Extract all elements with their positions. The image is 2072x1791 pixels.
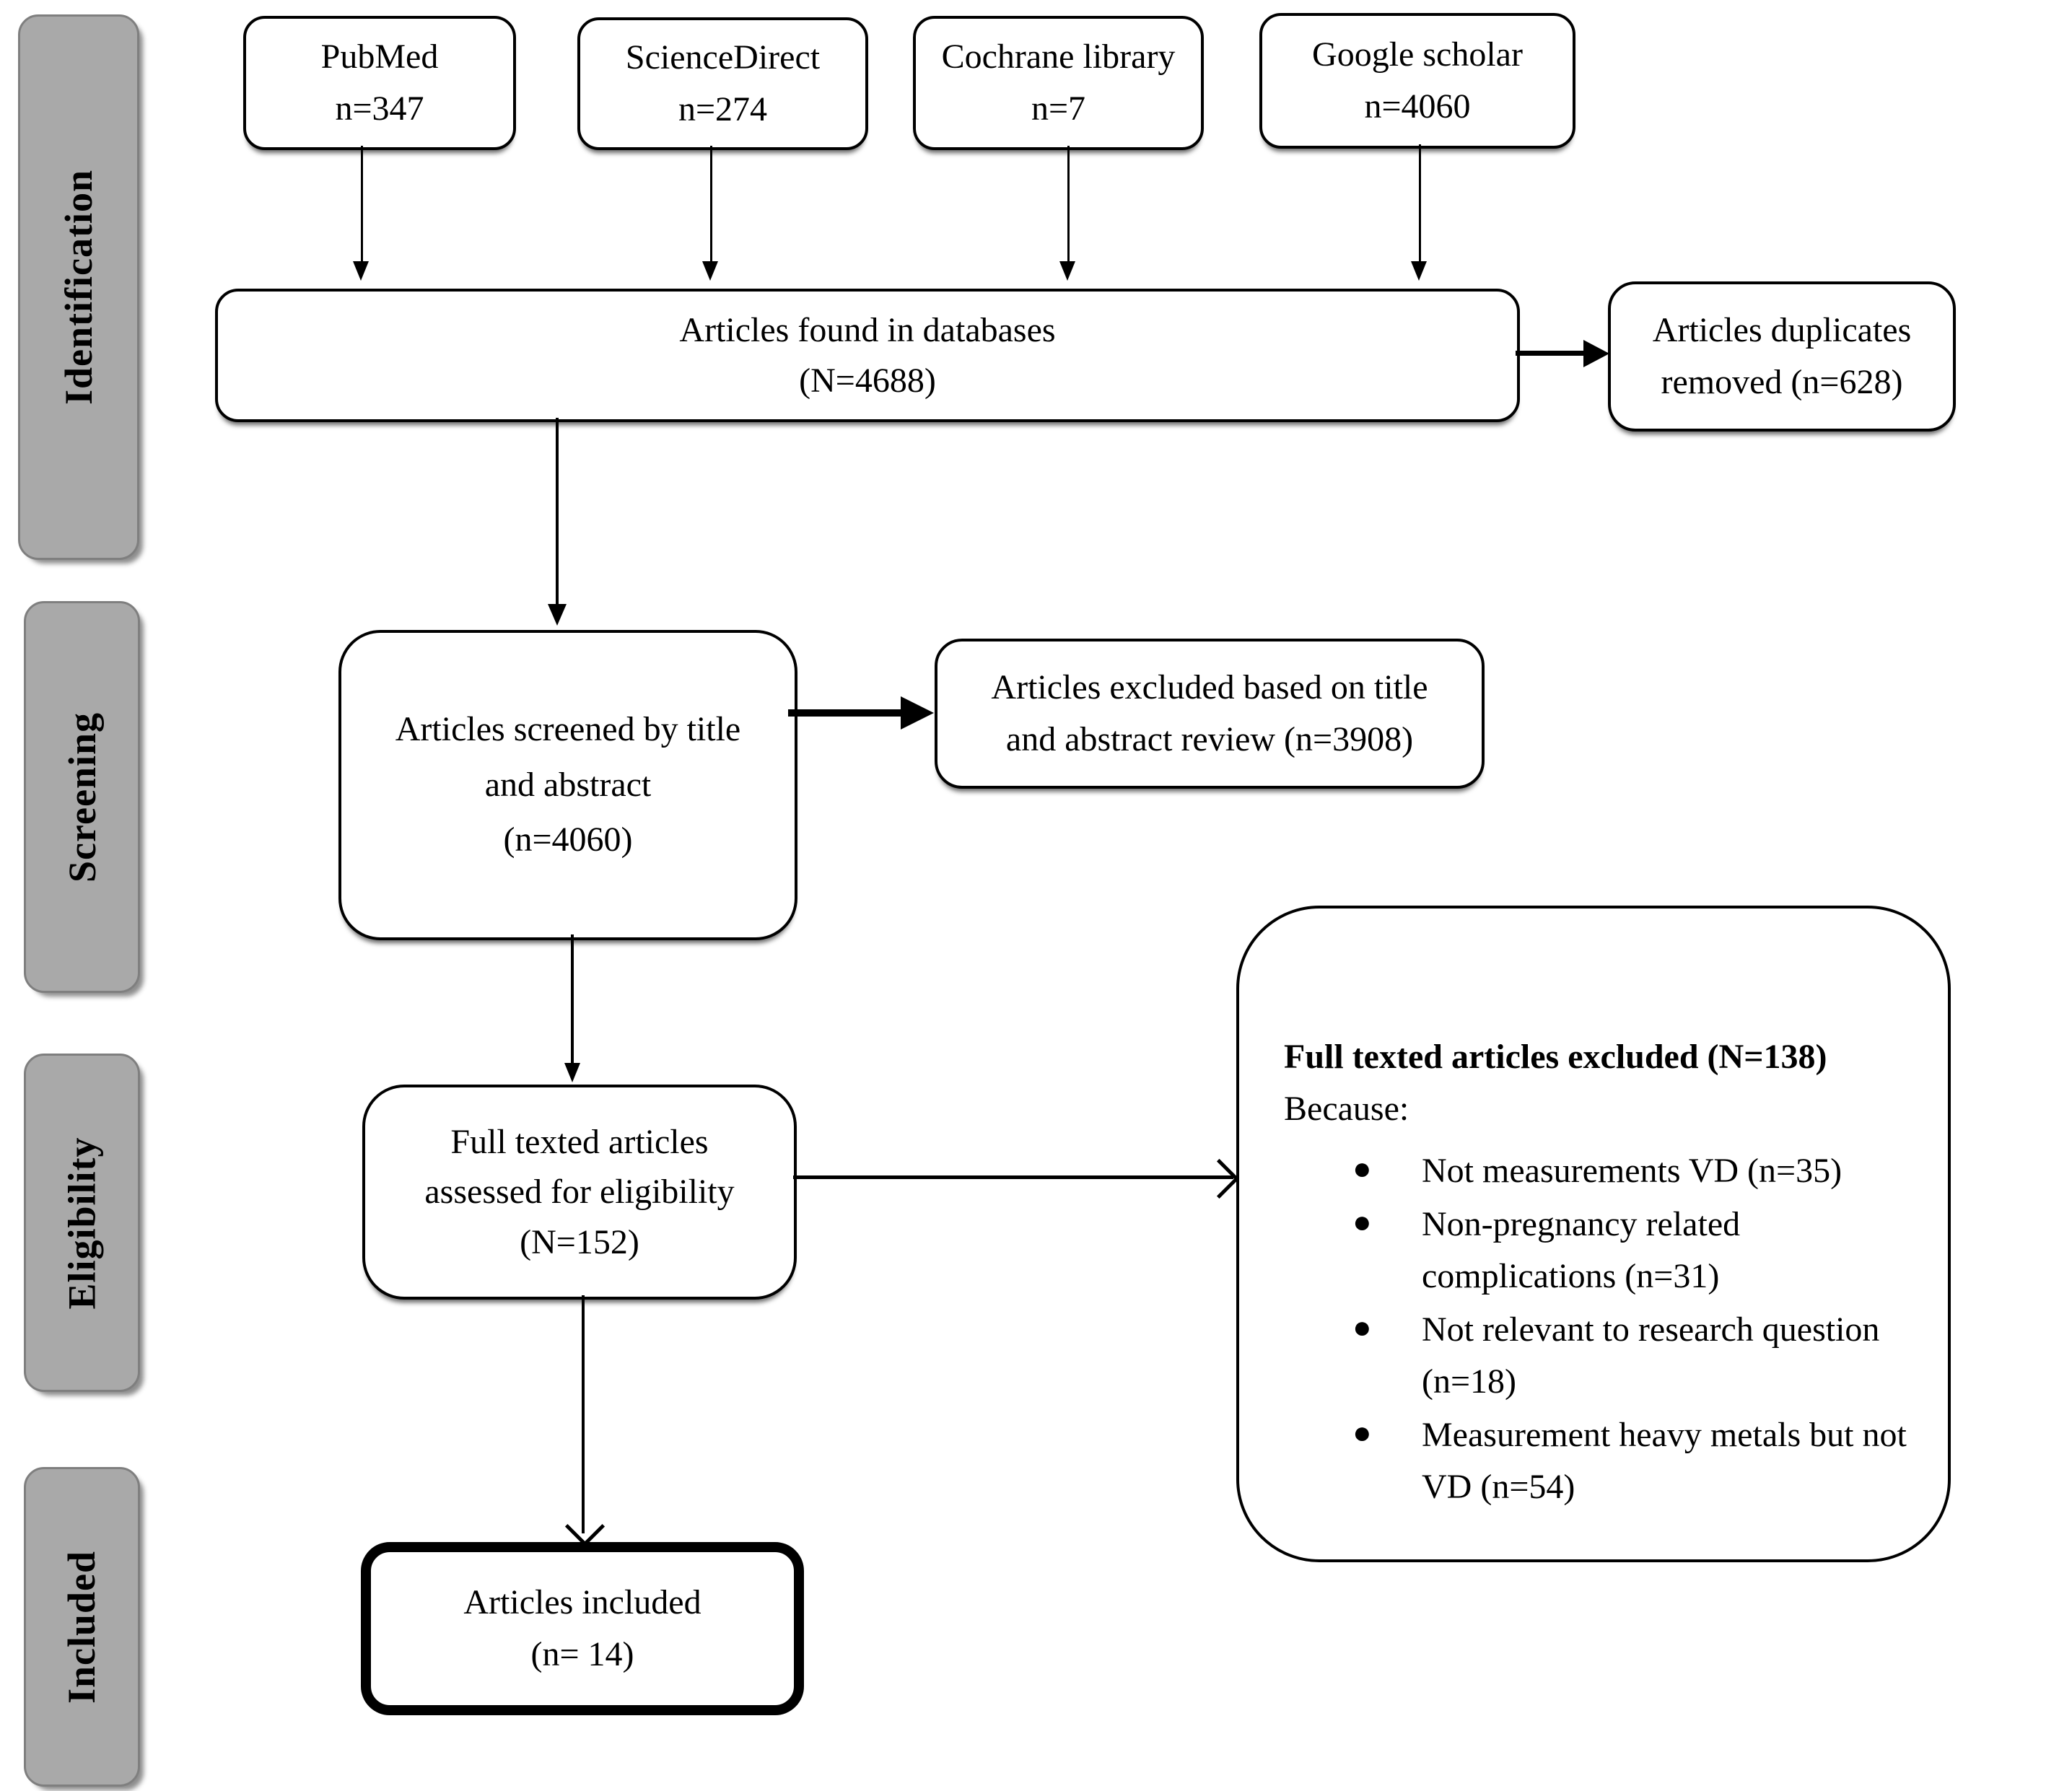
arrowhead-chevron-down-icon xyxy=(564,1506,606,1547)
exclusion-reason-text: Not measurements VD (n=35) xyxy=(1422,1152,1842,1190)
arrow-shaft xyxy=(793,1175,1233,1179)
node-articles-found: Articles found in databases (N=4688) xyxy=(215,289,1520,422)
source-box-sciencedirect: ScienceDirect n=274 xyxy=(577,17,868,150)
stage-eligibility: Eligibility xyxy=(24,1054,140,1392)
arrowhead-down-icon xyxy=(548,604,567,626)
exclusion-reason-item: ● Non-pregnancy related complications (n… xyxy=(1352,1199,1912,1302)
arrowhead-right-icon xyxy=(901,696,934,730)
arrow-shaft xyxy=(571,934,574,1079)
fulltext-excluded-heading: Full texted articles excluded (N=138) xyxy=(1284,1038,1827,1076)
node-fulltext-excluded: Full texted articles excluded (N=138) Be… xyxy=(1236,906,1951,1562)
stage-identification-label: Identification xyxy=(57,169,101,406)
fulltext-excluded-subheading: Because: xyxy=(1284,1090,1409,1128)
stage-included-label: Included xyxy=(60,1550,104,1704)
node-articles-included: Articles included (n= 14) xyxy=(361,1542,804,1715)
bullet-icon: ● xyxy=(1352,1310,1372,1345)
arrow-shaft xyxy=(710,146,712,263)
stage-identification: Identification xyxy=(18,14,139,560)
stage-included: Included xyxy=(24,1467,140,1787)
arrowhead-down-icon xyxy=(1059,261,1075,281)
arrow-shaft xyxy=(582,1295,585,1533)
arrow-shaft xyxy=(1067,146,1070,263)
stage-eligibility-label: Eligibility xyxy=(60,1136,104,1310)
source-box-pubmed: PubMed n=347 xyxy=(243,16,516,150)
bullet-icon: ● xyxy=(1352,1204,1372,1240)
arrowhead-right-icon xyxy=(1583,340,1609,367)
arrow-shaft xyxy=(556,418,559,605)
arrowhead-down-icon xyxy=(564,1063,580,1082)
arrowhead-chevron-right-icon xyxy=(1199,1158,1240,1199)
exclusion-reason-text: Non-pregnancy related complications (n=3… xyxy=(1422,1205,1741,1295)
arrowhead-down-icon xyxy=(353,261,369,281)
exclusion-reason-list: ● Not measurements VD (n=35) ● Non-pregn… xyxy=(1352,1145,1912,1513)
exclusion-reason-text: Measurement heavy metals but not VD (n=5… xyxy=(1422,1416,1907,1506)
exclusion-reason-item: ● Not relevant to research question (n=1… xyxy=(1352,1304,1912,1408)
exclusion-reason-item: ● Measurement heavy metals but not VD (n… xyxy=(1352,1409,1912,1513)
arrow-shaft xyxy=(1516,351,1585,356)
bullet-icon: ● xyxy=(1352,1151,1372,1186)
source-box-google-scholar: Google scholar n=4060 xyxy=(1259,13,1575,149)
arrowhead-down-icon xyxy=(702,261,718,281)
arrow-shaft xyxy=(1419,144,1421,263)
arrow-shaft xyxy=(788,709,902,717)
node-fulltext-assessed: Full texted articles assessed for eligib… xyxy=(362,1085,797,1300)
stage-screening: Screening xyxy=(24,601,140,993)
bullet-icon: ● xyxy=(1352,1415,1372,1450)
node-articles-screened: Articles screened by title and abstract … xyxy=(338,630,797,940)
arrow-shaft xyxy=(361,146,363,263)
arrowhead-down-icon xyxy=(1411,261,1427,281)
node-excluded-title-abstract: Articles excluded based on title and abs… xyxy=(935,639,1485,789)
source-box-cochrane-library: Cochrane library n=7 xyxy=(913,16,1204,150)
exclusion-reason-item: ● Not measurements VD (n=35) xyxy=(1352,1145,1912,1197)
node-duplicates-removed: Articles duplicates removed (n=628) xyxy=(1608,281,1956,432)
stage-screening-label: Screening xyxy=(60,711,104,883)
exclusion-reason-text: Not relevant to research question (n=18) xyxy=(1422,1310,1880,1401)
